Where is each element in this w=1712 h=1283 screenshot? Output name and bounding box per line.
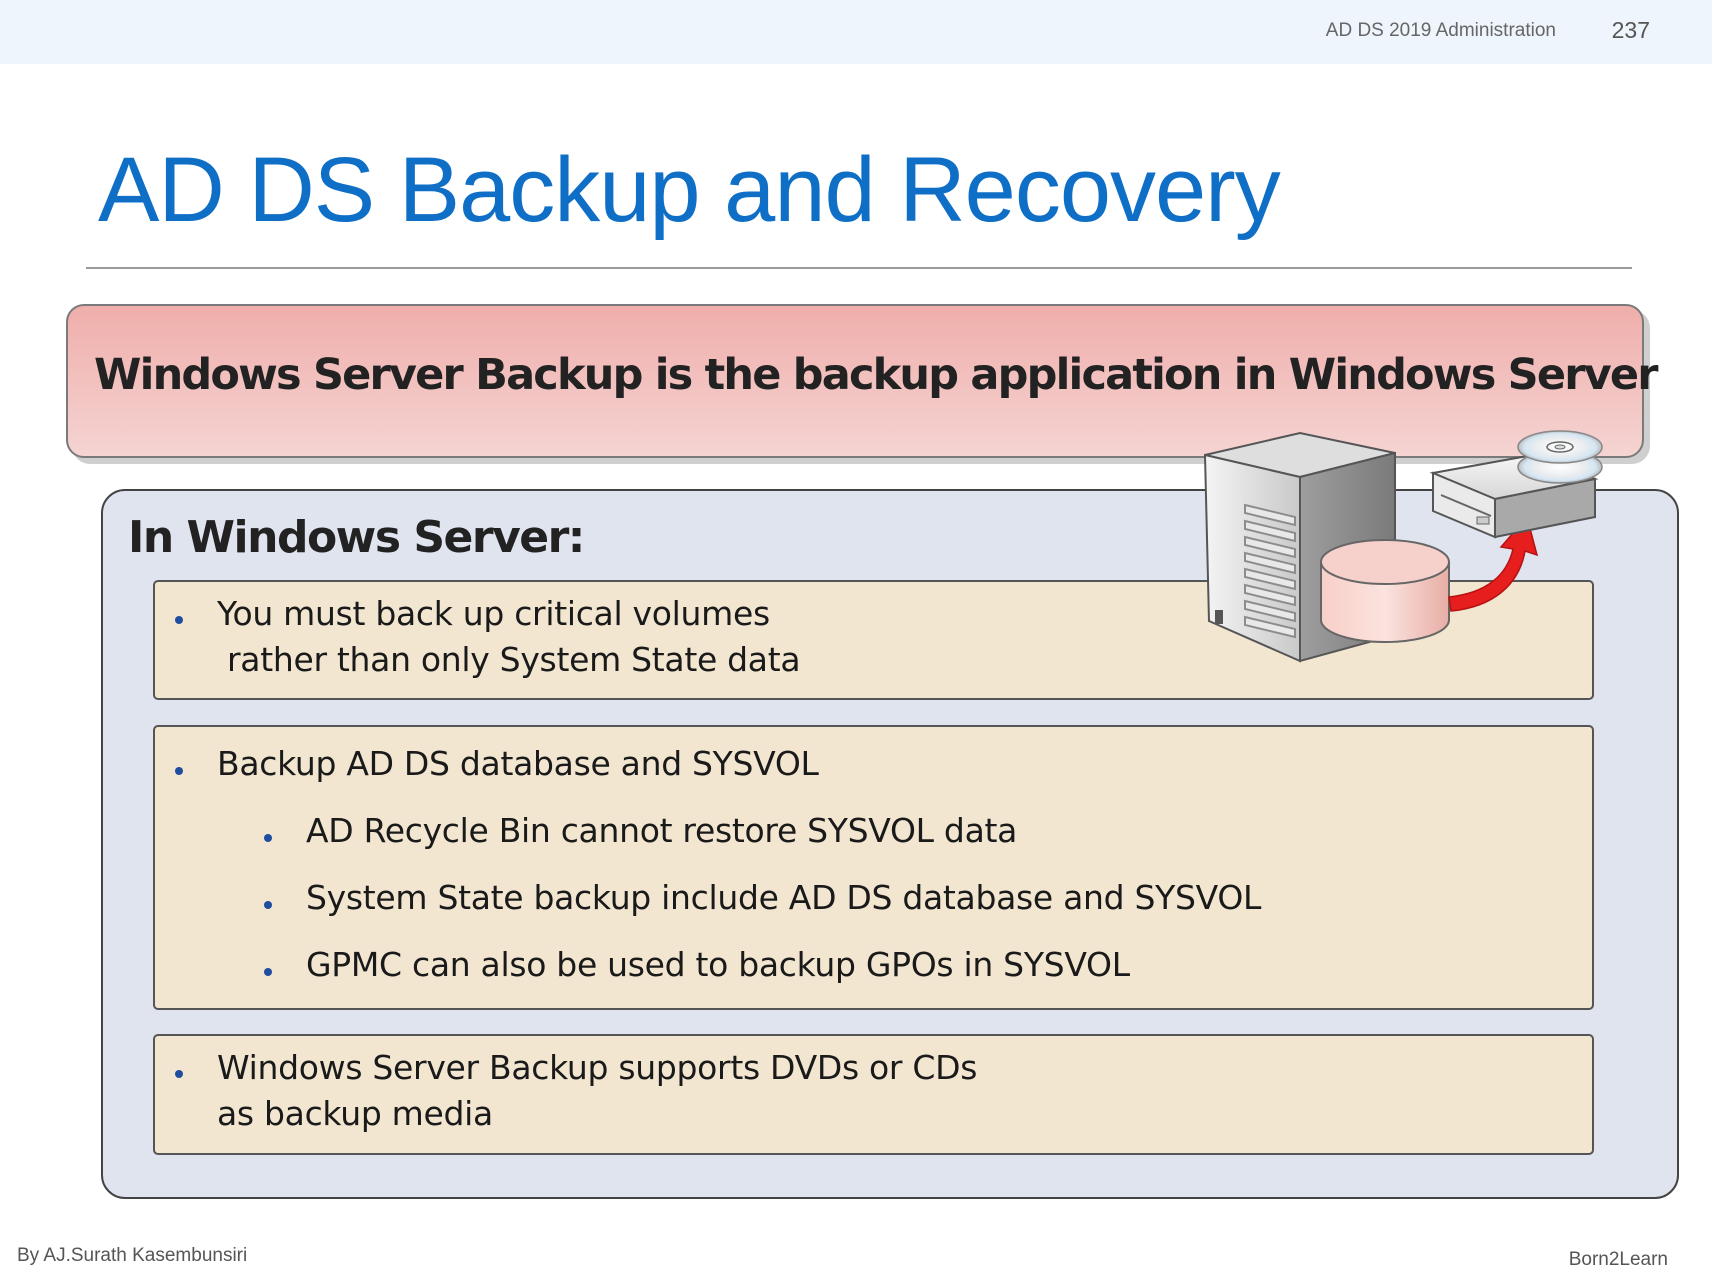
callout-text: Windows Server Backup is the backup appl… xyxy=(94,350,1658,400)
course-title: AD DS 2019 Administration xyxy=(1325,20,1556,41)
author-credit: By AJ.Surath Kasembunsiri xyxy=(17,1245,248,1266)
bullet-text-continued: as backup media xyxy=(217,1094,493,1133)
bullet-text: Backup AD DS database and SYSVOL xyxy=(217,744,819,783)
bullet-text: Windows Server Backup supports DVDs or C… xyxy=(217,1048,978,1087)
bullet-dot xyxy=(175,1070,183,1078)
bullet-dot xyxy=(175,616,183,624)
sub-bullet-dot xyxy=(264,834,272,842)
panel-heading: In Windows Server: xyxy=(128,512,585,563)
slide-title: AD DS Backup and Recovery xyxy=(98,139,1281,241)
backup-illustration xyxy=(1203,430,1603,663)
sub-bullet-dot xyxy=(264,968,272,976)
page-number: 237 xyxy=(1611,17,1650,43)
bullet-box-dvd-media: Windows Server Backup supports DVDs or C… xyxy=(153,1034,1594,1155)
bullet-box-backup-database: Backup AD DS database and SYSVOL AD Recy… xyxy=(153,725,1594,1010)
sub-bullet-text: GPMC can also be used to backup GPOs in … xyxy=(306,945,1130,984)
disk-volume-icon xyxy=(1320,539,1450,643)
bullet-text-continued: rather than only System State data xyxy=(227,640,801,679)
sub-bullet-text: AD Recycle Bin cannot restore SYSVOL dat… xyxy=(306,811,1018,850)
bullet-dot xyxy=(175,767,183,775)
sub-bullet-text: System State backup include AD DS databa… xyxy=(306,878,1262,917)
summary-callout: Windows Server Backup is the backup appl… xyxy=(66,304,1658,458)
backup-arrow-icon xyxy=(1448,515,1539,612)
bullet-text: You must back up critical volumes xyxy=(217,594,770,633)
title-divider xyxy=(86,267,1632,269)
brand-label: Born2Learn xyxy=(1568,1249,1668,1270)
header-bar: AD DS 2019 Administration 237 xyxy=(0,0,1712,64)
sub-bullet-dot xyxy=(264,901,272,909)
cd-disc-icon xyxy=(1517,430,1603,484)
